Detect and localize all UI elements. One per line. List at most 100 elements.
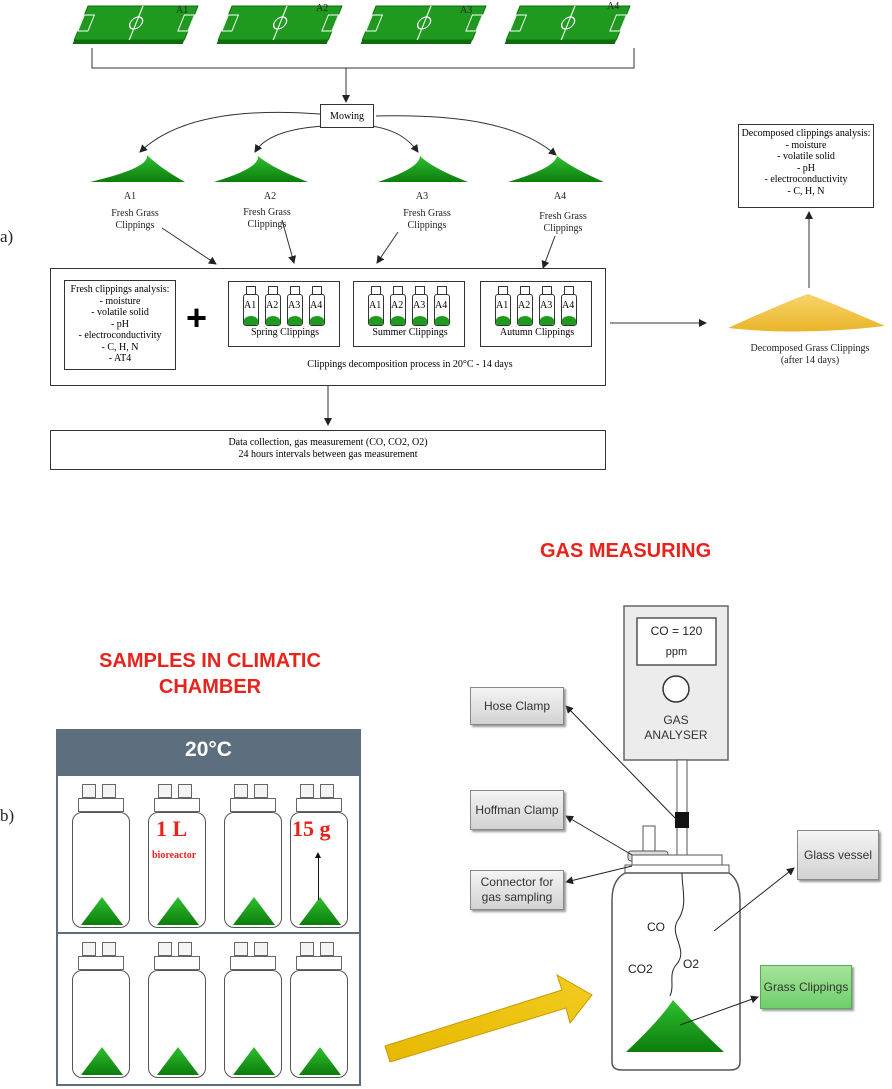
- analyser-label: GAS ANALYSER: [624, 713, 728, 743]
- analyser-label-line1: GAS: [663, 713, 689, 727]
- bottle-grass: [233, 897, 275, 925]
- analyser-label-line2: ANALYSER: [644, 728, 708, 742]
- decomposed-label-line1: Decomposed Grass Clippings: [750, 343, 870, 354]
- vessel-neck: [624, 864, 730, 874]
- bioreactor-bottle: [224, 784, 282, 928]
- bottle-valve: [102, 942, 116, 956]
- pile-label-a1: A1: [123, 191, 137, 202]
- arrow-glass-vessel: [713, 867, 795, 932]
- bottle-body: [224, 970, 282, 1078]
- decomposed-analysis-item: - pH: [796, 162, 816, 174]
- vial-label: A4: [435, 300, 448, 311]
- arrow-hoffman-clamp: [565, 815, 633, 856]
- vial-label: A2: [518, 300, 531, 311]
- vial-body: [517, 294, 533, 326]
- bottle-cap: [78, 956, 124, 970]
- bioreactor-bottle: [224, 942, 282, 1078]
- arrow-a2-process: [281, 219, 296, 264]
- mass-arrow-head: [315, 852, 321, 858]
- bottle-valve: [82, 784, 96, 798]
- bottle-mass: 15 g: [292, 816, 331, 841]
- vial-label: A2: [391, 300, 404, 311]
- fresh-label-line2: Clippings: [115, 219, 155, 231]
- bioreactor-bottle: [72, 942, 130, 1078]
- bottle-valve: [102, 784, 116, 798]
- data-collection-line2: 24 hours intervals between gas measureme…: [238, 448, 418, 460]
- vial: A4: [561, 286, 577, 326]
- arrow-a1-process: [161, 227, 217, 265]
- bottle-valve: [254, 784, 268, 798]
- fresh-analysis-item: - electroconductivity: [78, 330, 162, 341]
- bottle-cap: [230, 798, 276, 812]
- grass-pile-a4: [508, 156, 604, 182]
- mowing-box: Mowing: [320, 104, 374, 128]
- fresh-label-line2: Clippings: [543, 222, 583, 234]
- field-label-a2: A2: [316, 3, 329, 14]
- fresh-analysis-title: Fresh clippings analysis:: [70, 284, 170, 295]
- fresh-label-a3: Fresh Grass Clippings: [392, 208, 462, 231]
- arrow-connector: [565, 865, 633, 885]
- vial: A4: [434, 286, 450, 326]
- vial: A4: [309, 286, 325, 326]
- panel-b-label: b): [0, 806, 15, 825]
- bottle-valve: [300, 784, 314, 798]
- gas-co: CO: [647, 920, 665, 934]
- chamber-title-line1: SAMPLES IN CLIMATIC: [99, 650, 321, 672]
- arrow-hose-clamp: [565, 705, 678, 821]
- gas-o2-text: O2: [683, 957, 700, 971]
- vial-body: [561, 294, 577, 326]
- analyser-knob[interactable]: [662, 675, 690, 703]
- field-label-a3: A3: [460, 5, 473, 16]
- bioreactor-bottle: [290, 942, 348, 1078]
- bioreactor-bottle: [72, 784, 130, 928]
- pile-label-a2: A2: [263, 191, 277, 202]
- decomposed-pile: [728, 294, 885, 332]
- arrow-mowing-a4: [375, 115, 557, 156]
- vial-body: [434, 294, 450, 326]
- callout-hose-clamp: Hose Clamp: [470, 687, 564, 725]
- bottle-valve: [300, 942, 314, 956]
- field-a1: [72, 5, 199, 44]
- decomposed-analysis-box: Decomposed clippings analysis: - moistur…: [738, 124, 874, 208]
- panel-a-label: a): [0, 227, 14, 246]
- vial-body: [412, 294, 428, 326]
- bottle-grass: [81, 1047, 123, 1075]
- vial-body: [309, 294, 325, 326]
- gas-o2: O2: [683, 957, 699, 971]
- callout-glass-vessel: Glass vessel: [797, 830, 879, 880]
- fresh-label-line1: Fresh Grass: [243, 207, 291, 218]
- bottle-cap: [78, 798, 124, 812]
- vial-cap: [564, 286, 574, 295]
- pile-label-a4: A4: [553, 191, 567, 202]
- autumn-label: Autumn Clippings: [499, 327, 575, 338]
- vial-body: [390, 294, 406, 326]
- bottle-valve: [234, 942, 248, 956]
- chamber-title-line2: CHAMBER: [158, 676, 262, 698]
- pile-label-a3: A3: [415, 191, 429, 202]
- bottle-body: [72, 812, 130, 928]
- vial-body: [287, 294, 303, 326]
- arrow-a4-process: [541, 235, 556, 269]
- vial-grass: [413, 316, 427, 325]
- decomposed-label: Decomposed Grass Clippings (after 14 day…: [720, 343, 892, 366]
- fresh-analysis-item: - pH: [110, 318, 130, 330]
- vial-grass: [391, 316, 405, 325]
- bottle-grass: [299, 1047, 341, 1075]
- fresh-analysis-box: Fresh clippings analysis: - moisture - v…: [64, 280, 176, 370]
- bottle-body: [72, 970, 130, 1078]
- bottle-valve: [158, 942, 172, 956]
- glass-vessel-body: [611, 872, 741, 1071]
- field-label-a1: A1: [176, 5, 189, 16]
- vial-label: A3: [288, 300, 301, 311]
- vial-body: [495, 294, 511, 326]
- fresh-label-line1: Fresh Grass: [403, 208, 451, 219]
- vial-label: A1: [369, 300, 382, 311]
- bottle-grass: [299, 897, 341, 925]
- arrow-mowing-a2: [254, 125, 326, 153]
- vial-label: A3: [540, 300, 553, 311]
- vial-grass: [562, 316, 576, 325]
- vial-cap: [371, 286, 381, 295]
